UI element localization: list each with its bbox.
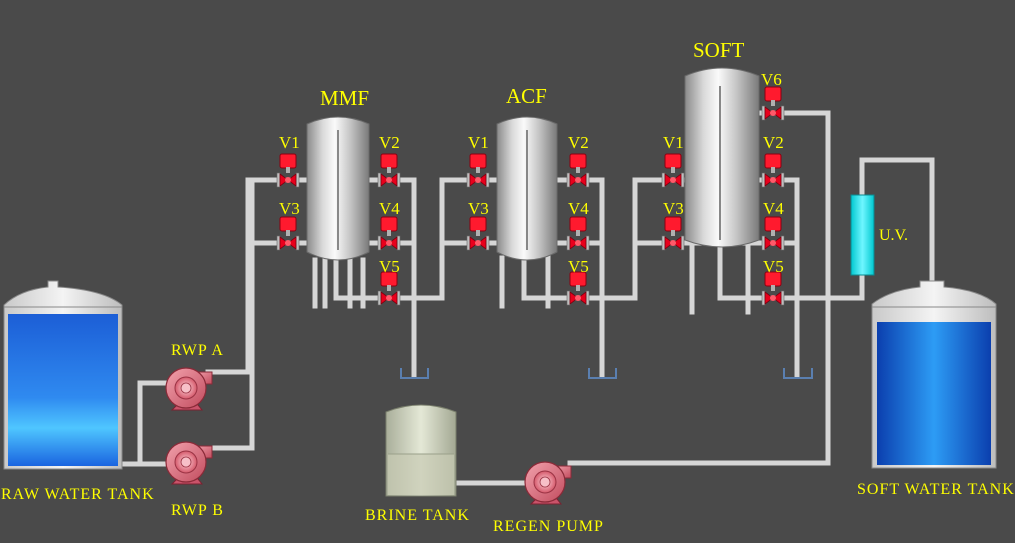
soft-valve-v2[interactable] [761,153,785,188]
valve-label-v2: V2 [568,133,589,152]
brine-tank [385,404,457,497]
tank-label-soft: SOFT WATER TANK [857,481,1015,498]
pump-label-regen: REGEN PUMP [493,518,604,535]
vessel-title-mmf: MMF [320,86,370,110]
vessel-title-acf: ACF [506,84,547,108]
valve-label-v3: V3 [468,199,489,218]
soft-water-tank [871,280,997,469]
valve-label-v3: V3 [663,199,684,218]
valve-label-v5: V5 [568,257,589,276]
acf-valve-v4[interactable] [566,216,590,251]
soft-valve-v6[interactable] [761,86,785,121]
mmf-valve-v3[interactable] [276,216,300,251]
acf-valve-v1[interactable] [466,153,490,188]
valve-label-v6: V6 [761,70,782,89]
mmf-valve-v1[interactable] [276,153,300,188]
soft-valve-v5[interactable] [761,271,785,306]
mmf-valve-v5[interactable] [377,271,401,306]
uv-sterilizer [850,194,875,276]
pump-rwp-a[interactable] [165,367,213,411]
vessel-title-soft: SOFT [693,38,745,62]
valve-label-v3: V3 [279,199,300,218]
valve-label-v5: V5 [763,257,784,276]
tank-label-brine: BRINE TANK [365,507,470,524]
pump-rwp-b[interactable] [165,441,213,485]
valve-label-v4: V4 [379,199,400,218]
valve-label-v1: V1 [279,133,300,152]
uv-label: U.V. [879,227,909,244]
mmf-vessel [306,116,370,261]
valve-label-v1: V1 [468,133,489,152]
raw-water-tank [3,280,123,470]
acf-vessel [496,116,558,261]
tank-label-raw: RAW WATER TANK [1,486,155,503]
pump-label-rwp-b: RWP B [171,502,224,519]
soft-valve-v1[interactable] [661,153,685,188]
soft-valve-v3[interactable] [661,216,685,251]
mmf-valve-v4[interactable] [377,216,401,251]
pump-regen[interactable] [524,461,572,505]
valve-label-v2: V2 [379,133,400,152]
acf-valve-v2[interactable] [566,153,590,188]
mmf-valve-v2[interactable] [377,153,401,188]
pump-label-rwp-a: RWP A [171,342,224,359]
soft-valve-v4[interactable] [761,216,785,251]
acf-valve-v5[interactable] [566,271,590,306]
soft-vessel [684,67,760,248]
acf-valve-v3[interactable] [466,216,490,251]
valve-label-v5: V5 [379,257,400,276]
valve-label-v2: V2 [763,133,784,152]
drain-funnels [400,368,813,379]
valve-label-v1: V1 [663,133,684,152]
valve-label-v4: V4 [568,199,589,218]
valve-label-v4: V4 [763,199,784,218]
